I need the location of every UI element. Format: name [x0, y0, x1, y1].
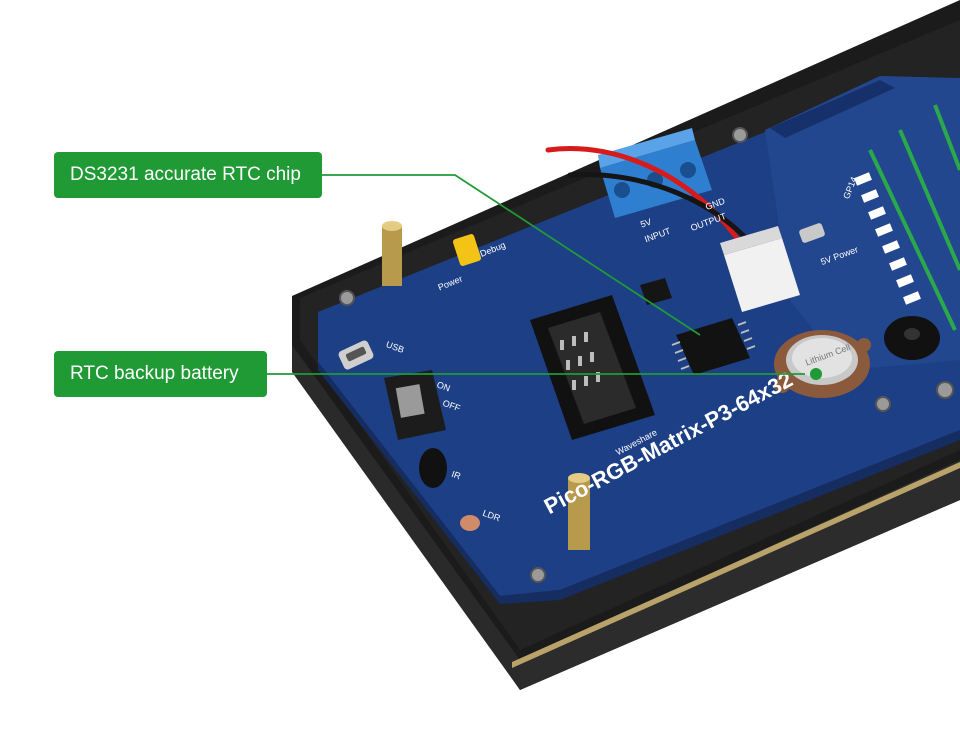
leader-lines	[235, 174, 805, 375]
ldr-sensor	[460, 515, 480, 531]
debug-power-jumper	[452, 234, 482, 266]
rtc-chip-callout: DS3231 accurate RTC chip	[54, 152, 322, 198]
power-switch	[384, 370, 446, 440]
backup-battery-callout: RTC backup battery	[54, 351, 267, 397]
usb-port	[338, 340, 374, 370]
module-usb-port	[799, 223, 825, 243]
mounting-screws	[339, 127, 954, 583]
power-connector	[720, 226, 800, 312]
rtc-chip-leader-line	[290, 174, 701, 336]
small-chip	[640, 278, 672, 305]
rtc-backup-battery: Lithium Cell	[774, 330, 871, 398]
gpio-pin-labels	[854, 172, 921, 305]
power-wires	[545, 146, 763, 258]
gpio-pin-rows	[868, 104, 960, 331]
ir-label: IR	[450, 469, 462, 482]
ir-receiver	[419, 448, 447, 488]
battery-leader-dot	[810, 368, 822, 380]
brass-standoff-left	[382, 221, 402, 286]
hub75-socket	[530, 295, 655, 440]
brass-standoff-bottom	[568, 473, 590, 550]
on-label: ON	[435, 380, 451, 394]
buzzer	[884, 316, 940, 360]
v5-label: 5V	[639, 217, 653, 230]
